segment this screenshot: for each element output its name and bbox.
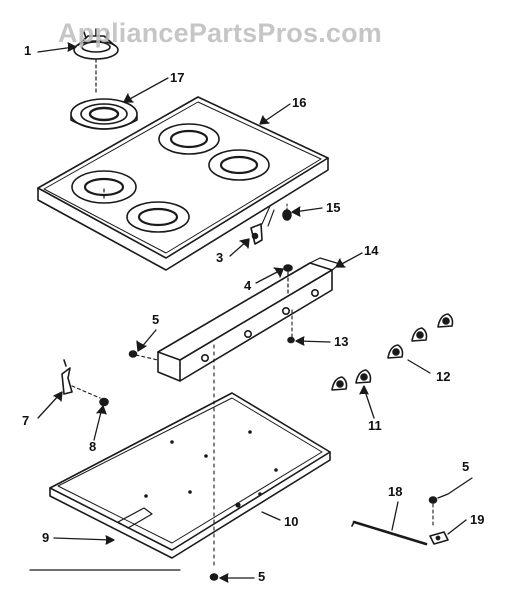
part-grommet	[282, 203, 292, 221]
callout-16: 16	[292, 95, 307, 110]
part-bracket	[250, 205, 275, 245]
callout-17: 17	[170, 70, 185, 85]
part-burner-box	[49, 392, 331, 559]
callout-15: 15	[326, 200, 341, 215]
callout-8: 8	[89, 439, 97, 454]
part-small-bracket	[429, 531, 449, 545]
callout-5-bottom: 5	[258, 569, 266, 584]
callout-14: 14	[364, 243, 379, 258]
callout-10: 10	[284, 514, 299, 529]
part-screw-5-right	[428, 496, 438, 529]
callout-19: 19	[470, 512, 485, 527]
part-screw-4	[283, 264, 293, 297]
callout-7: 7	[22, 413, 30, 428]
part-burner-ring	[70, 98, 138, 130]
watermark-text: AppliancePartsPros.com	[58, 18, 383, 48]
part-screw-8	[99, 397, 109, 407]
callout-3: 3	[216, 250, 224, 265]
part-cooktop	[37, 96, 329, 271]
callout-9: 9	[42, 530, 50, 545]
leader-lines	[37, 42, 473, 583]
callout-1: 1	[24, 43, 32, 58]
part-clip	[61, 359, 101, 399]
part-screw-5-bottom	[209, 573, 219, 581]
part-front-rail	[157, 257, 341, 382]
part-screw-13	[287, 336, 295, 344]
callout-12: 12	[436, 369, 451, 384]
callout-5-upper: 5	[152, 312, 160, 327]
part-screw-5-upper	[128, 350, 159, 361]
part-burner-caps	[331, 313, 454, 391]
callout-13: 13	[334, 334, 349, 349]
callout-18: 18	[388, 484, 403, 499]
part-rod	[351, 520, 428, 546]
callout-5-right: 5	[462, 459, 470, 474]
callout-11: 11	[368, 418, 382, 433]
callout-4: 4	[244, 278, 252, 293]
